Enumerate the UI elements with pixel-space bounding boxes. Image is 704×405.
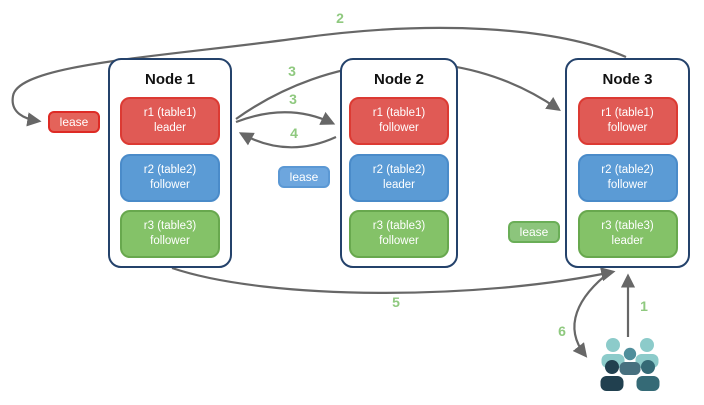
arrow-label-2: 2 xyxy=(336,10,344,26)
replica-name: r1 (table1) xyxy=(143,107,197,120)
replica-name: r1 (table1) xyxy=(601,107,654,120)
node3-replica-r2: r2 (table2) follower xyxy=(577,154,678,202)
arrow-label-3b: 3 xyxy=(289,91,297,107)
replica-role: follower xyxy=(379,122,419,134)
arrow-label-5: 5 xyxy=(392,294,400,310)
node2-card: Node 2 r1 (table1) follower r2 (table2) … xyxy=(340,58,458,268)
arrow-label-4: 4 xyxy=(290,125,298,141)
arrow-label-3a: 3 xyxy=(288,63,296,79)
node2-replica-r3: r3 (table3) follower xyxy=(349,210,449,258)
replica-name: r2 (table2) xyxy=(601,164,654,177)
node2-title: Node 2 xyxy=(373,71,424,88)
replica-role: follower xyxy=(607,122,648,134)
node1-replica-r1: r1 (table1) leader xyxy=(120,97,220,145)
arrow-3-node1-to-node2 xyxy=(235,111,336,125)
replica-role: follower xyxy=(150,235,190,247)
lease-badge-red: lease xyxy=(48,111,100,133)
replica-name: r2 (table2) xyxy=(143,164,197,177)
node3-title: Node 3 xyxy=(602,71,653,88)
replica-role: follower xyxy=(607,179,648,191)
arrow-label-6: 6 xyxy=(558,323,566,339)
users-group-icon xyxy=(600,338,660,391)
replica-name: r3 (table3) xyxy=(372,220,426,233)
replica-name: r2 (table2) xyxy=(372,164,426,177)
replica-name: r1 (table1) xyxy=(372,107,426,120)
node3-replica-r1: r1 (table1) follower xyxy=(577,97,678,145)
arrow-5-node1-to-node3 xyxy=(171,266,616,294)
node2-replica-r2: r2 (table2) leader xyxy=(349,154,449,202)
node1-replica-r2: r2 (table2) follower xyxy=(120,154,220,202)
replica-name: r3 (table3) xyxy=(601,220,654,233)
node3-card: Node 3 r1 (table1) follower r2 (table2) … xyxy=(565,58,690,268)
replica-role: follower xyxy=(150,179,190,191)
replica-name: r3 (table3) xyxy=(143,220,197,233)
replica-role: leader xyxy=(383,179,415,191)
node1-card: Node 1 r1 (table1) leader r2 (table2) fo… xyxy=(108,58,232,268)
arrow-2-node3-to-lease1 xyxy=(11,26,627,127)
lease-badge-green: lease xyxy=(508,221,560,243)
node3-replica-r3: r3 (table3) leader xyxy=(577,210,678,258)
arrow-4-node2-to-node1 xyxy=(238,132,337,149)
node2-replica-r1: r1 (table1) follower xyxy=(349,97,449,145)
replica-role: leader xyxy=(154,122,186,134)
replica-role: follower xyxy=(379,235,419,247)
lease-badge-blue: lease xyxy=(278,166,330,188)
node1-replica-r3: r3 (table3) follower xyxy=(120,210,220,258)
node1-title: Node 1 xyxy=(144,71,195,88)
replica-role: leader xyxy=(611,235,644,247)
arrow-label-1: 1 xyxy=(640,298,648,314)
